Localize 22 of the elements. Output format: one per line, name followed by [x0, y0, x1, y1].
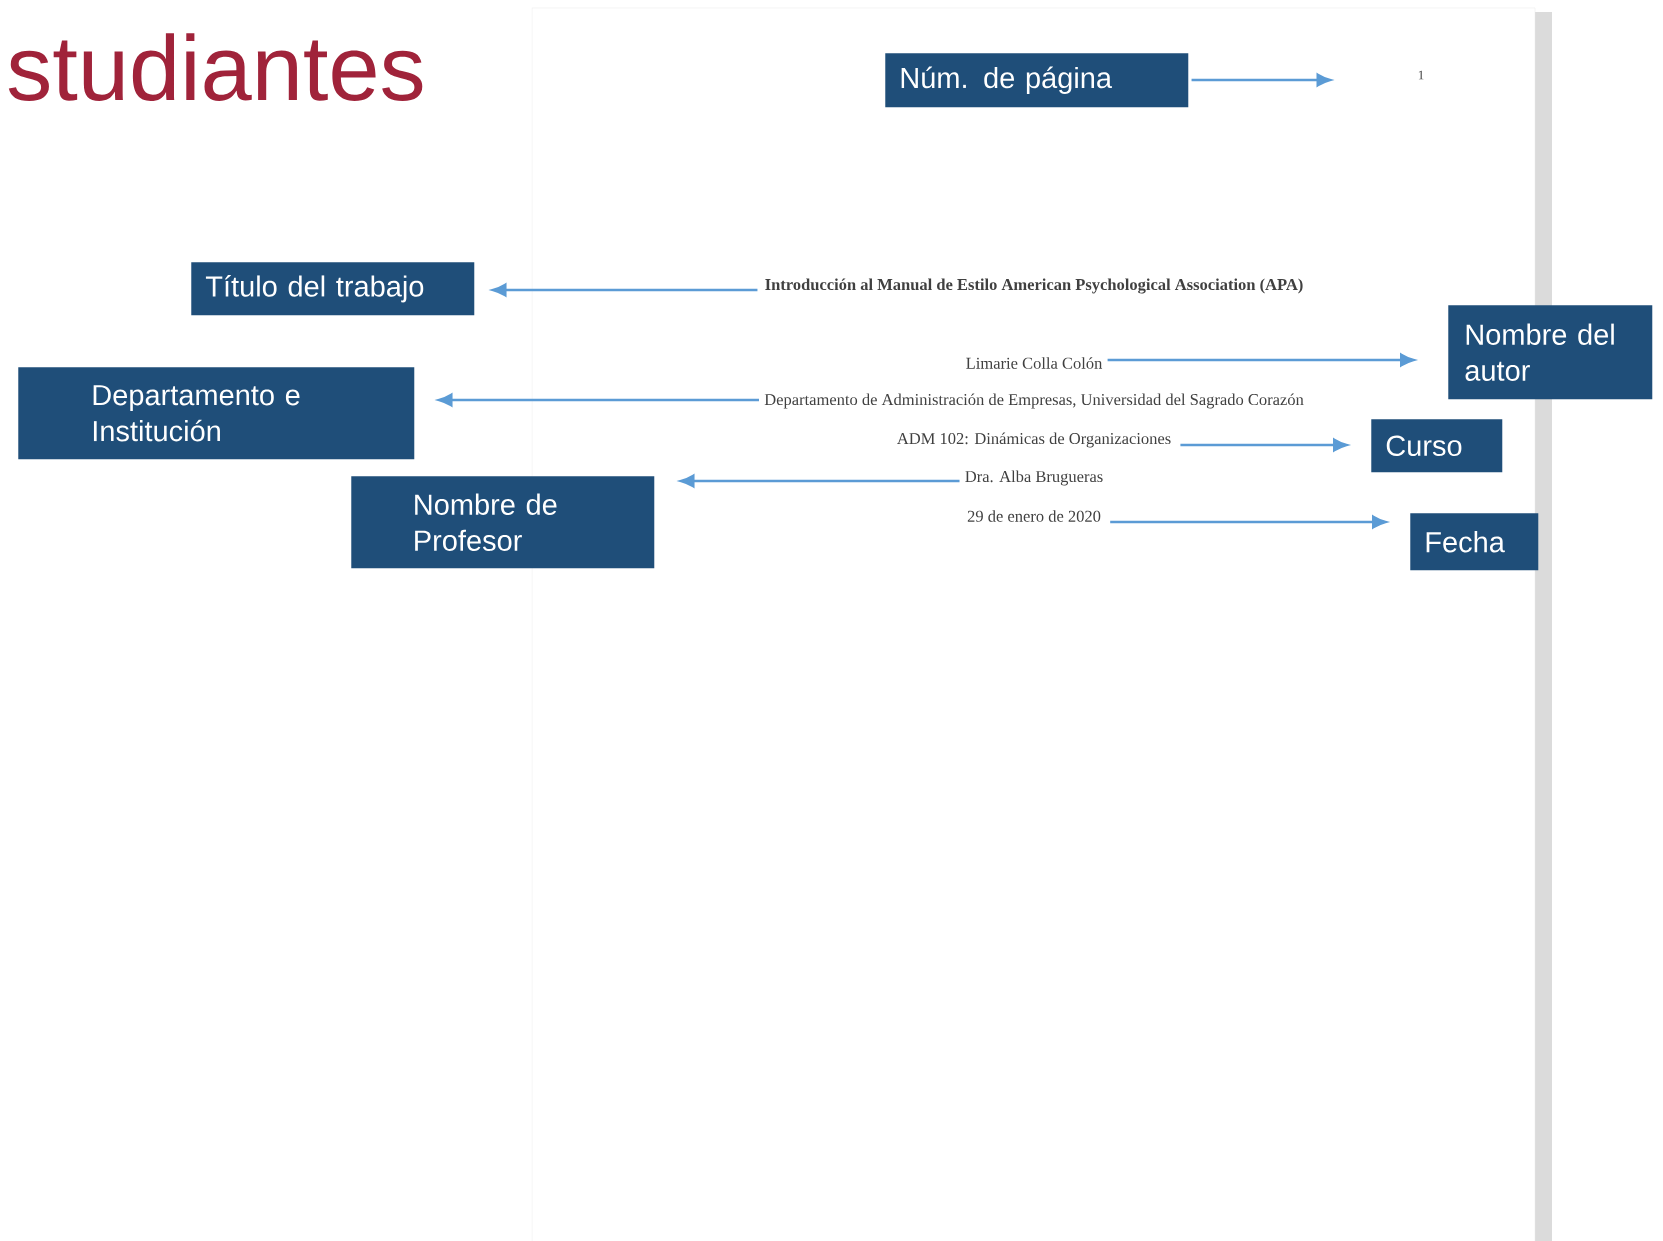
document-text: 1 [1418, 70, 1424, 80]
arrow [679, 474, 960, 488]
label-box: Núm. de página [885, 53, 1189, 108]
document-text: 29 de enero de 2020 [967, 510, 1101, 522]
arrow [1191, 73, 1332, 87]
arrow [491, 283, 758, 297]
label-box: Fecha [1410, 513, 1539, 571]
label-box: Departamento e Institución [18, 367, 415, 460]
document-text: ADM 102: Dinámicas de Organizaciones [897, 432, 1171, 448]
arrow [1180, 438, 1348, 452]
document-text: Departamento de Administración de Empresas, Universidad del Sagrado Corazón [764, 393, 1304, 409]
arrow [437, 393, 759, 407]
arrow [1110, 515, 1387, 529]
heading: studiantes [8, 33, 423, 101]
arrow [1107, 353, 1415, 367]
label-box: Título del trabajo [191, 262, 475, 316]
document-text: Limarie Colla Colón [966, 357, 1103, 369]
document-text: Dra. Alba Brugueras [965, 470, 1103, 486]
label-box: Nombre del autor [1448, 305, 1653, 400]
label-box: Curso [1371, 419, 1503, 473]
label-box: Nombre de Profesor [351, 476, 655, 569]
document-text: Introducción al Manual de Estilo American Psychological Association (APA) [765, 278, 1303, 294]
